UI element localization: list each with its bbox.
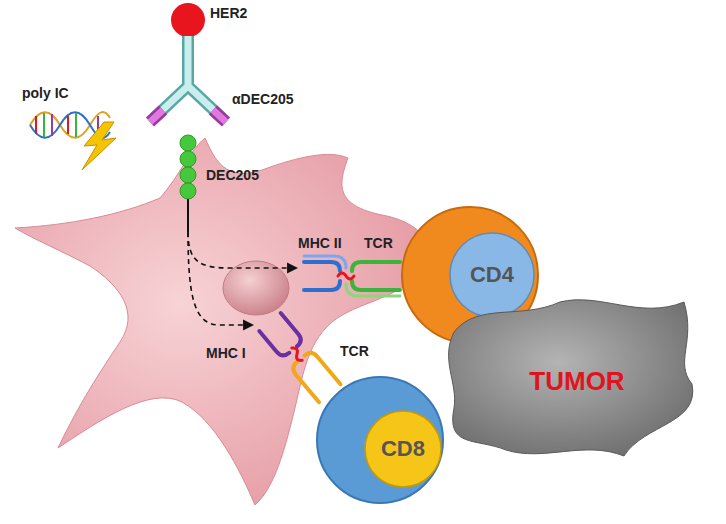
node-label: TUMOR xyxy=(529,367,624,396)
receptor-label: DEC205 xyxy=(206,168,259,183)
cell-nucleus xyxy=(365,411,441,487)
receptor-stem xyxy=(187,199,189,232)
antibody-label: αDEC205 xyxy=(232,92,294,107)
antibody-symbol xyxy=(150,36,226,122)
mhc1-tcr-complex xyxy=(259,313,340,402)
antigen-label: HER2 xyxy=(210,6,247,21)
tcr-label: TCR xyxy=(340,344,369,359)
cell-outline xyxy=(315,375,445,505)
tumor-mass: TUMOR xyxy=(448,290,698,465)
mhc-label: MHC I xyxy=(206,346,246,361)
cell-membrane xyxy=(317,377,443,503)
uptake-arrow xyxy=(188,232,296,268)
tumor-outline xyxy=(449,300,693,456)
cd8-cell: CD8 xyxy=(315,375,445,505)
nucleus xyxy=(223,261,289,315)
node-label: CD4 xyxy=(470,263,514,287)
node-label: CD8 xyxy=(381,437,425,461)
mhc2-tcr-complex xyxy=(304,256,400,296)
uptake-arrow xyxy=(188,232,252,325)
tcr-label: TCR xyxy=(364,236,393,251)
adjuvant-label: poly IC xyxy=(22,86,69,101)
mhc-label: MHC II xyxy=(298,236,342,251)
dec205-receptor xyxy=(180,135,196,199)
cell-nucleus xyxy=(450,233,534,317)
lightning-bolt xyxy=(82,122,116,170)
her2-antigen xyxy=(171,3,205,37)
